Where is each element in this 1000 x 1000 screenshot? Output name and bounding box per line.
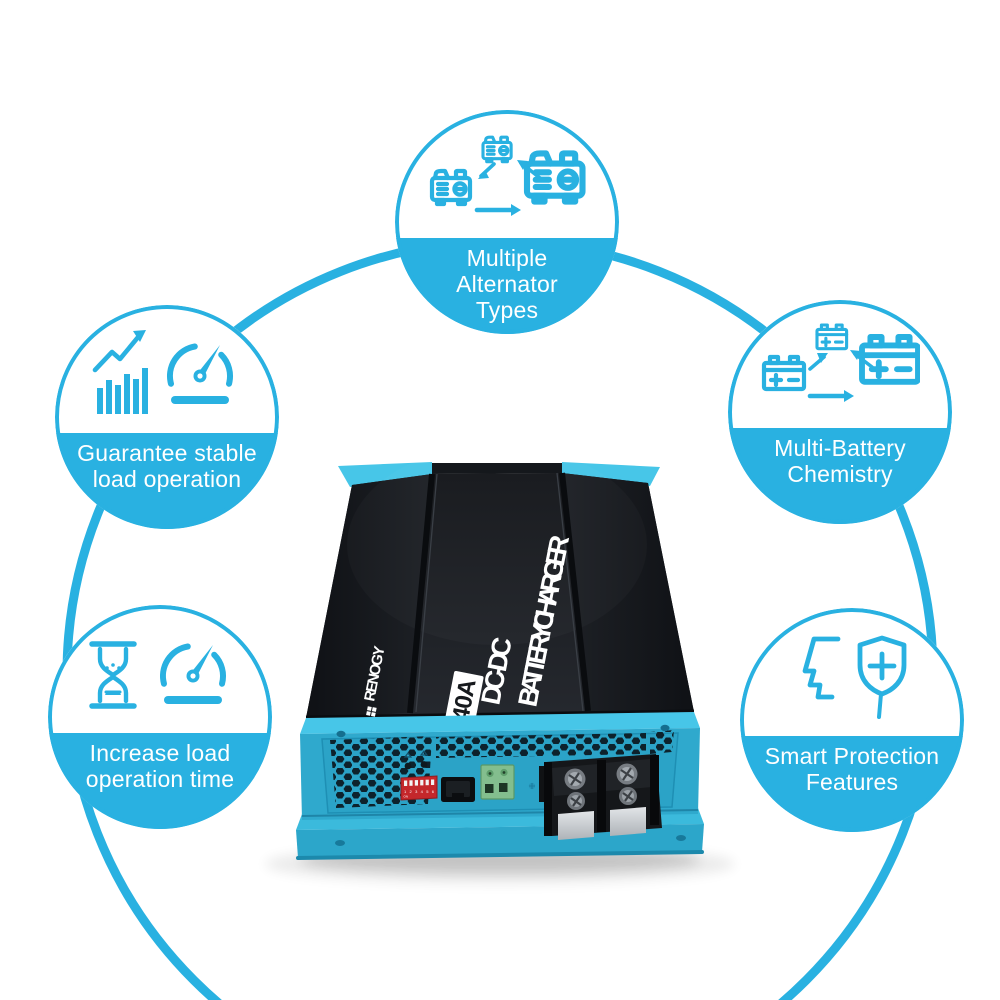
batteries-icon (737, 316, 943, 430)
feature-label: Smart Protection Features (740, 735, 964, 832)
feature-circle-multiple-alternator-types: Multiple Alternator Types (395, 110, 619, 334)
terminal-contact-plate (558, 811, 594, 840)
battery-terminals (539, 754, 662, 840)
device-corner-accent-left (338, 462, 432, 487)
device-front-panel: 1 2 3 4 5 6 ON (300, 712, 700, 840)
rj45-port (441, 777, 475, 802)
feature-label: Multi-Battery Chemistry (728, 427, 952, 524)
dip-switch: 1 2 3 4 5 6 ON (400, 775, 438, 801)
product-rating-badge: 40A (444, 670, 484, 730)
feature-circle-guarantee-stable-load: Guarantee stable load operation (55, 305, 279, 529)
feature-circle-multi-battery-chemistry: Multi-Battery Chemistry (728, 300, 952, 524)
alternators-icon (404, 126, 610, 240)
feature-label: Multiple Alternator Types (395, 237, 619, 334)
feature-label: Guarantee stable load operation (55, 432, 279, 529)
terminal-contact-plate (610, 807, 646, 836)
dip-switch-on-label: ON (404, 795, 409, 799)
hex-vent-row (436, 733, 646, 758)
screw-hole (660, 724, 670, 732)
chart-gauge-icon (64, 321, 270, 435)
hourglass-gauge-icon (57, 621, 263, 735)
head-shield-icon (749, 624, 955, 738)
renogy-logo-icon (366, 706, 377, 717)
device-top-panel (305, 463, 695, 719)
feature-label: Increase load operation time (48, 732, 272, 829)
feature-circle-smart-protection: Smart Protection Features (740, 608, 964, 832)
screw-hole (336, 730, 346, 738)
panel-screw (528, 782, 536, 790)
device-corner-accent-right (562, 462, 660, 486)
hex-vent-patch (650, 730, 674, 754)
dip-switch-numbers: 1 2 3 4 5 6 (404, 789, 435, 794)
green-terminal-block (480, 764, 515, 800)
status-leds (403, 750, 429, 770)
feature-circle-increase-load-time: Increase load operation time (48, 605, 272, 829)
